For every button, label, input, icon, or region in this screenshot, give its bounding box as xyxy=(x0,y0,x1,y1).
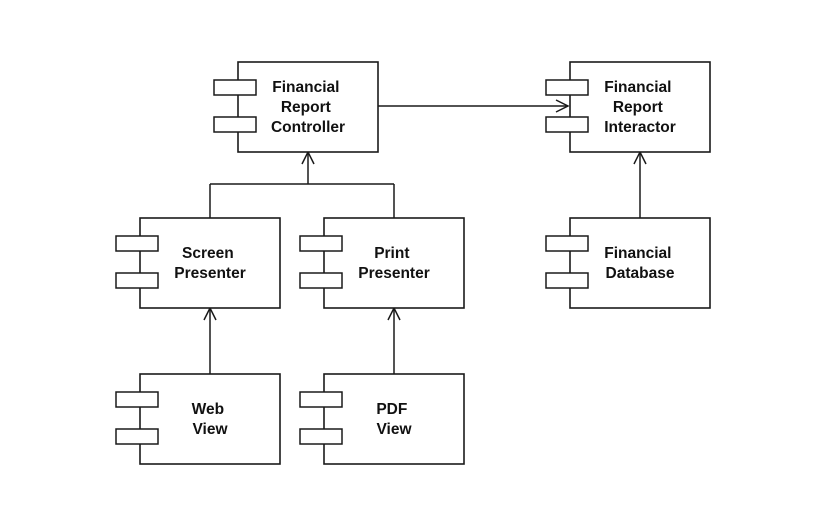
component-port-icon xyxy=(115,235,159,252)
component-port-icon xyxy=(299,235,343,252)
component-port-icon xyxy=(115,272,159,289)
component-label: Screen Presenter xyxy=(174,245,246,282)
component-port-icon xyxy=(545,235,589,252)
component-port-icon xyxy=(213,116,257,133)
component-label: Financial Report Interactor xyxy=(604,79,676,136)
component-box xyxy=(323,373,465,465)
component-box xyxy=(139,217,281,309)
edge-webview-to-screen-presenter xyxy=(203,306,217,374)
component-port-icon xyxy=(545,116,589,133)
edge-database-to-interactor xyxy=(633,150,647,218)
component-port-icon xyxy=(115,391,159,408)
component-box xyxy=(569,217,711,309)
component-financial-report-interactor: Financial Report Interactor xyxy=(545,61,711,153)
component-box xyxy=(323,217,465,309)
edge-pdfview-to-print-presenter xyxy=(387,306,401,374)
component-web-view: Web View xyxy=(115,373,281,465)
component-label: Web View xyxy=(192,401,229,438)
component-financial-database: Financial Database xyxy=(545,217,711,309)
component-pdf-view: PDF View xyxy=(299,373,465,465)
component-label: Financial Database xyxy=(604,245,676,282)
component-label: Print Presenter xyxy=(358,245,430,282)
component-label: PDF View xyxy=(376,401,412,438)
component-port-icon xyxy=(545,272,589,289)
component-port-icon xyxy=(545,79,589,96)
component-box xyxy=(237,61,379,153)
component-print-presenter: Print Presenter xyxy=(299,217,465,309)
edge-presenters-to-controller xyxy=(209,150,395,218)
component-port-icon xyxy=(213,79,257,96)
component-financial-report-controller: Financial Report Controller xyxy=(213,61,379,153)
component-box xyxy=(139,373,281,465)
component-screen-presenter: Screen Presenter xyxy=(115,217,281,309)
component-port-icon xyxy=(115,428,159,445)
component-port-icon xyxy=(299,391,343,408)
component-port-icon xyxy=(299,428,343,445)
edge-controller-to-interactor xyxy=(378,99,570,113)
component-label: Financial Report Controller xyxy=(271,79,345,136)
component-box xyxy=(569,61,711,153)
component-port-icon xyxy=(299,272,343,289)
